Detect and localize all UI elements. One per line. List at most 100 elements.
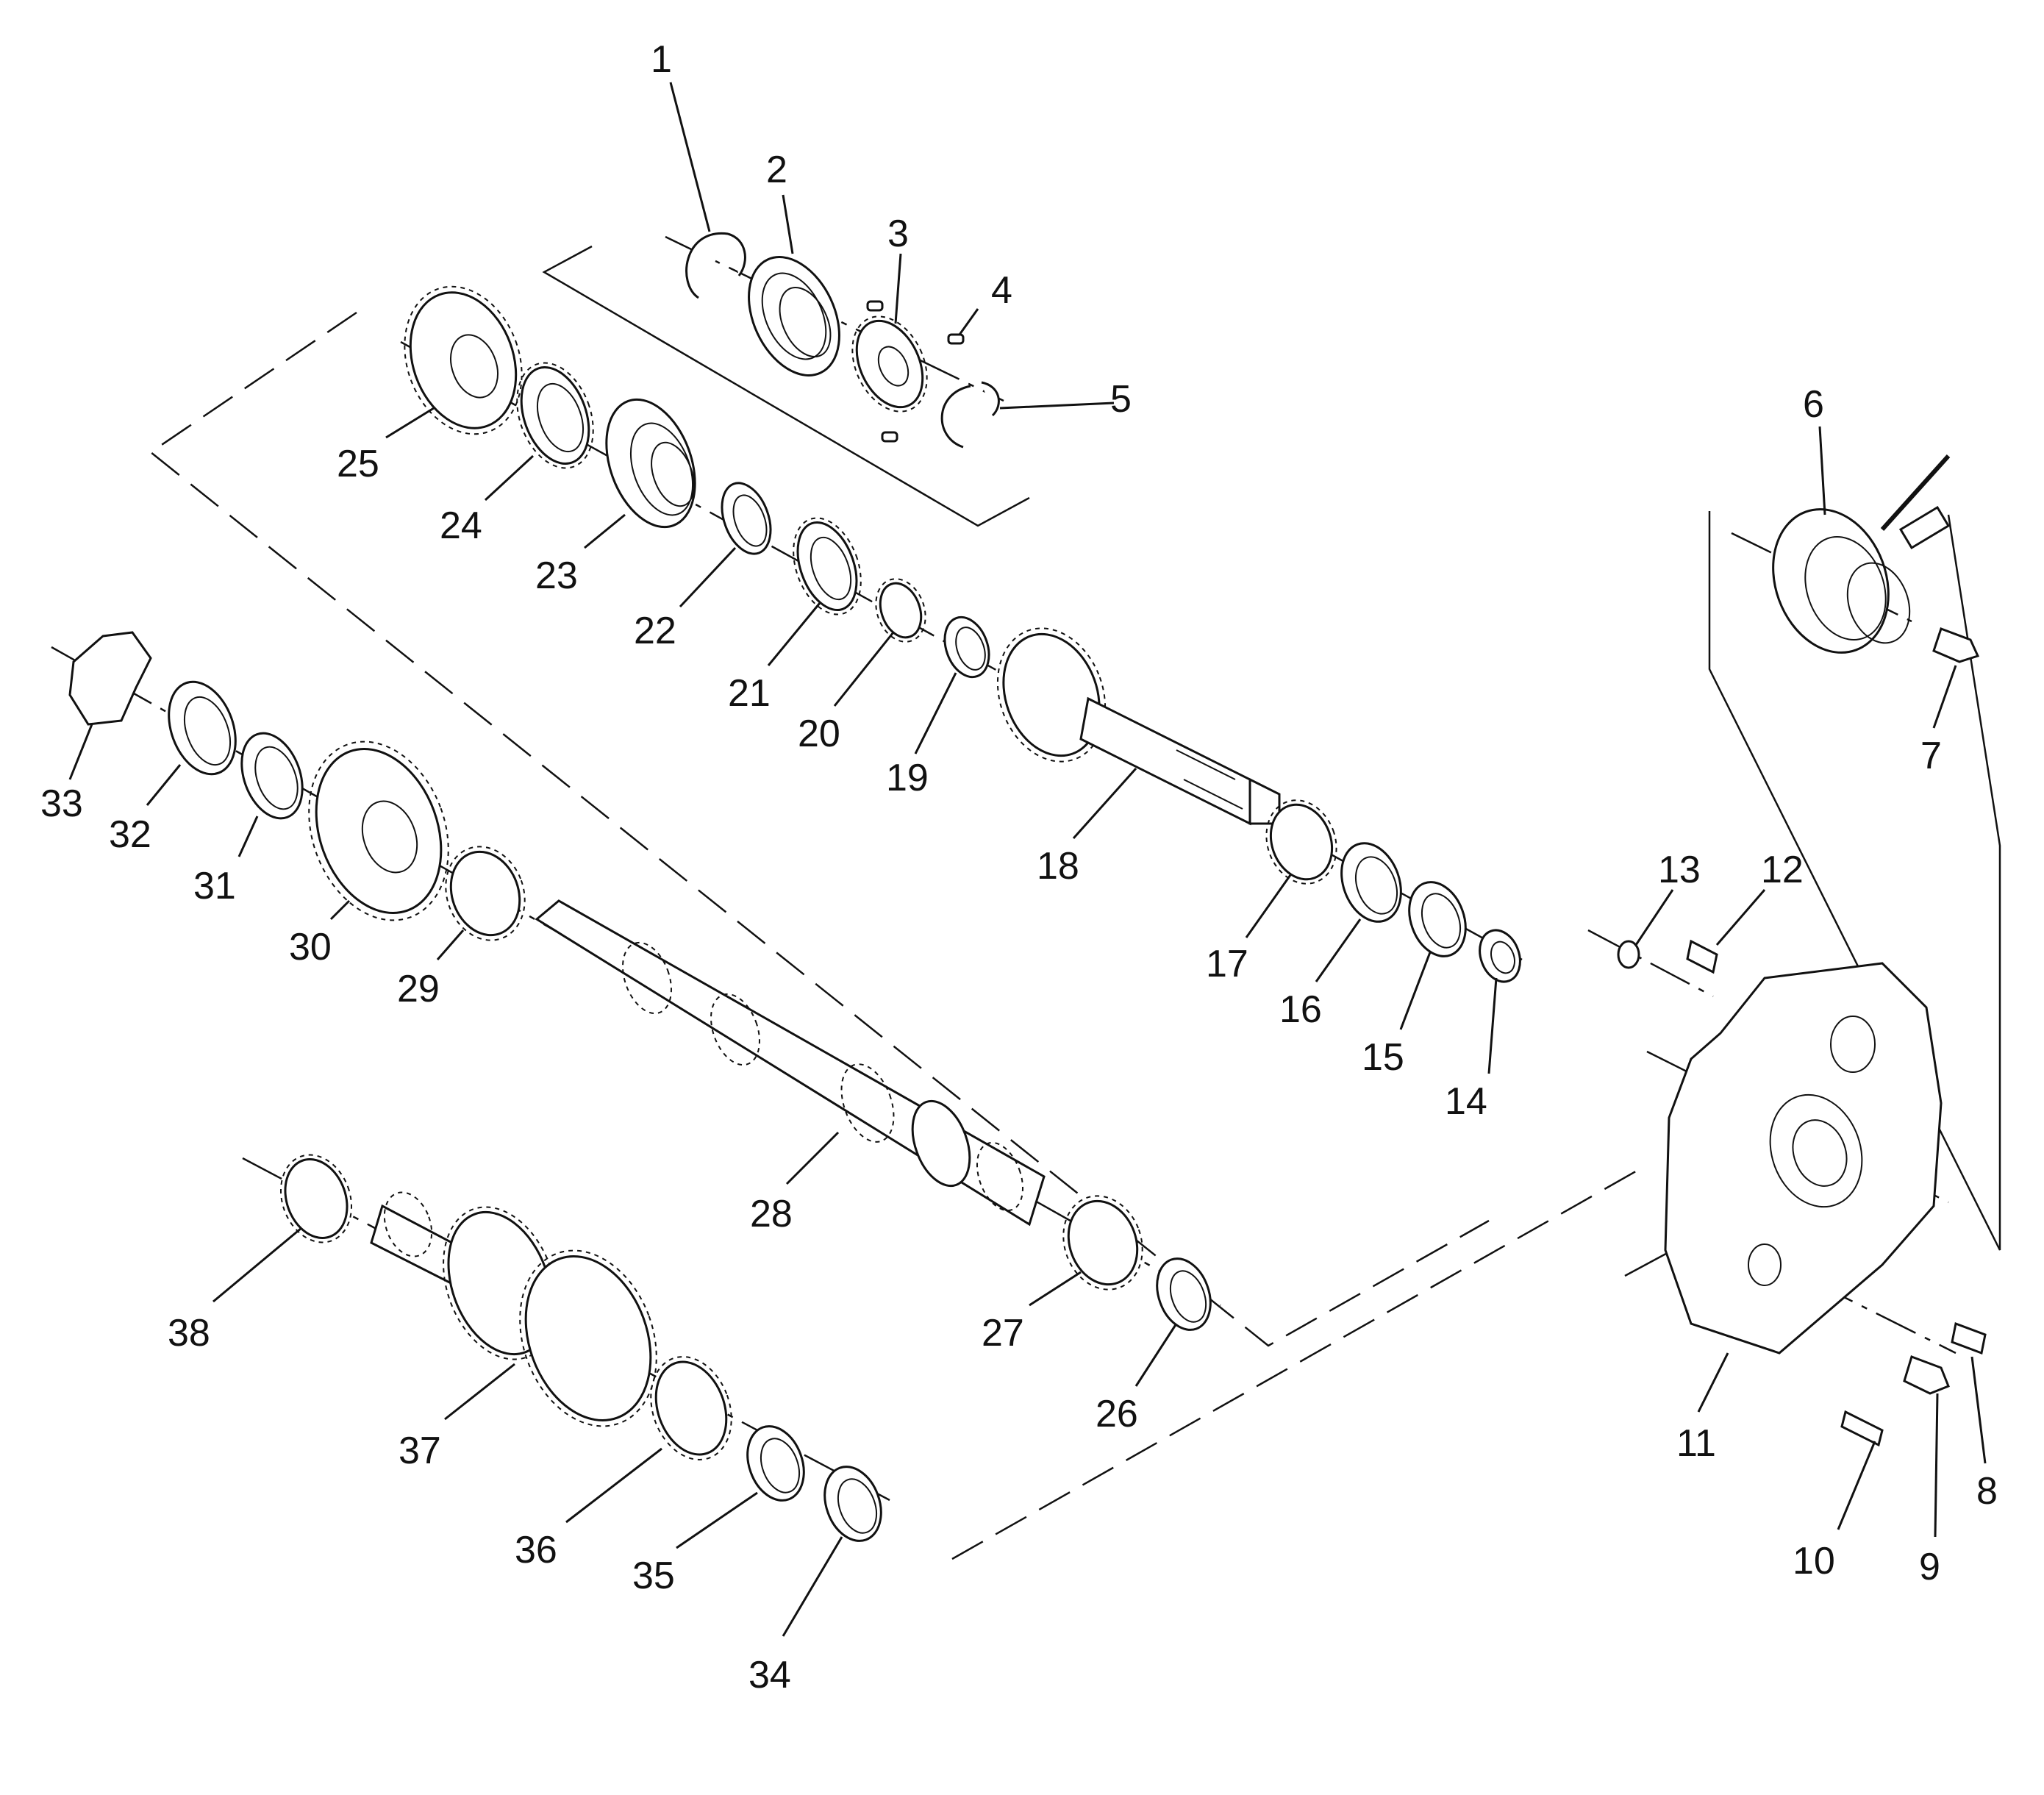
callout-29: 29 bbox=[397, 968, 440, 1010]
leader-line-19 bbox=[914, 672, 957, 754]
leader-line-1 bbox=[669, 82, 711, 232]
callout-13: 13 bbox=[1658, 849, 1701, 891]
leader-line-26 bbox=[1134, 1323, 1178, 1387]
callout-19: 19 bbox=[886, 757, 929, 799]
ring-22 bbox=[721, 482, 772, 555]
leader-line-8 bbox=[1970, 1356, 1987, 1464]
callout-8: 8 bbox=[1976, 1470, 1998, 1513]
needle-bearing-29 bbox=[445, 846, 526, 941]
callout-3: 3 bbox=[887, 213, 909, 255]
axis-synchronizer bbox=[665, 235, 1004, 402]
callout-17: 17 bbox=[1206, 943, 1248, 985]
bearing-20 bbox=[875, 578, 926, 643]
parts bbox=[68, 232, 1987, 1542]
key bbox=[866, 300, 884, 312]
leader-line-24 bbox=[484, 454, 535, 502]
callout-12: 12 bbox=[1761, 849, 1804, 891]
bolt-9 bbox=[1903, 1355, 1950, 1395]
callout-34: 34 bbox=[748, 1654, 791, 1696]
leader-line-23 bbox=[584, 513, 626, 549]
shim-15 bbox=[1408, 881, 1467, 957]
callout-18: 18 bbox=[1037, 845, 1079, 888]
callout-26: 26 bbox=[1096, 1393, 1138, 1435]
bearing-retainer-33 bbox=[68, 631, 152, 726]
synchronizer-hub-3 bbox=[851, 315, 928, 413]
snap-ring-5 bbox=[940, 381, 1000, 449]
callout-37: 37 bbox=[399, 1430, 441, 1472]
callout-20: 20 bbox=[798, 713, 840, 755]
key bbox=[881, 431, 898, 443]
leader-line-12 bbox=[1715, 889, 1766, 946]
leader-line-17 bbox=[1245, 874, 1292, 938]
leader-line-27 bbox=[1029, 1271, 1082, 1307]
synchronizer-ring-24 bbox=[516, 362, 594, 469]
leader-line-36 bbox=[565, 1447, 662, 1524]
leader-line-35 bbox=[676, 1491, 758, 1549]
callout-9: 9 bbox=[1919, 1546, 1940, 1588]
synchronizer-sleeve-2 bbox=[748, 256, 840, 377]
housing-link-line bbox=[951, 1168, 1640, 1560]
callout-28: 28 bbox=[750, 1193, 793, 1235]
leader-line-9 bbox=[1934, 1393, 1939, 1538]
callout-35: 35 bbox=[632, 1555, 675, 1597]
leader-line-22 bbox=[679, 546, 737, 608]
leader-line-14 bbox=[1487, 977, 1498, 1074]
callout-33: 33 bbox=[40, 782, 83, 825]
axis-housing-input bbox=[1587, 929, 1714, 998]
bushing-12 bbox=[1686, 939, 1718, 974]
callout-21: 21 bbox=[728, 672, 771, 715]
leader-line-6 bbox=[1818, 426, 1826, 515]
callout-6: 6 bbox=[1803, 383, 1824, 426]
bearing-17 bbox=[1265, 799, 1337, 885]
ring-19 bbox=[943, 615, 990, 679]
output-shaft-28 bbox=[535, 899, 1046, 1227]
leader-line-18 bbox=[1072, 767, 1137, 840]
input-shaft-subassembly-bracket bbox=[149, 311, 1490, 1347]
needle-bearing-27 bbox=[1062, 1195, 1143, 1291]
countershaft-gear-37 bbox=[370, 1191, 657, 1427]
housing-11 bbox=[1664, 962, 1943, 1355]
leader-line-37 bbox=[444, 1363, 515, 1421]
callout-5: 5 bbox=[1110, 378, 1132, 421]
race-16 bbox=[1340, 842, 1402, 923]
callout-23: 23 bbox=[535, 554, 578, 597]
leader-line-3 bbox=[894, 253, 902, 324]
callout-14: 14 bbox=[1445, 1080, 1487, 1123]
bearing-36 bbox=[650, 1356, 732, 1460]
callout-1: 1 bbox=[651, 38, 672, 81]
callout-15: 15 bbox=[1362, 1036, 1404, 1079]
leader-line-30 bbox=[329, 899, 351, 921]
leader-line-29 bbox=[436, 929, 465, 960]
leader-line-34 bbox=[782, 1536, 843, 1637]
callout-11: 11 bbox=[1676, 1422, 1716, 1465]
plug-8 bbox=[1951, 1321, 1987, 1355]
leader-line-28 bbox=[785, 1131, 840, 1185]
callout-22: 22 bbox=[634, 610, 676, 652]
synchronizer-subassembly-bracket bbox=[542, 245, 1030, 527]
callout-2: 2 bbox=[766, 149, 787, 191]
leader-line-16 bbox=[1315, 918, 1362, 982]
callout-10: 10 bbox=[1793, 1540, 1835, 1582]
callout-38: 38 bbox=[168, 1312, 210, 1355]
synchronizer-ring-21 bbox=[793, 517, 862, 615]
leader-line-7 bbox=[1932, 665, 1957, 729]
bearing-38 bbox=[280, 1154, 352, 1243]
leader-line-33 bbox=[68, 724, 93, 780]
leader-line-5 bbox=[999, 402, 1115, 410]
gear-25 bbox=[404, 285, 523, 435]
bolt-7 bbox=[1932, 627, 1980, 663]
callout-16: 16 bbox=[1279, 988, 1322, 1031]
leader-line-25 bbox=[385, 407, 435, 439]
seal-14 bbox=[1479, 929, 1521, 983]
callout-27: 27 bbox=[982, 1312, 1024, 1355]
callout-numbers: 1 2 3 4 5 6 7 8 9 10 11 12 13 14 15 16 1… bbox=[40, 38, 1998, 1696]
shim-34 bbox=[823, 1466, 882, 1542]
callout-24: 24 bbox=[440, 504, 482, 547]
leader-line-13 bbox=[1634, 889, 1674, 946]
leader-line-4 bbox=[958, 308, 979, 335]
callout-25: 25 bbox=[337, 443, 379, 485]
shift-tower-bracket bbox=[1708, 511, 2001, 1251]
leader-line-32 bbox=[146, 764, 182, 806]
callout-30: 30 bbox=[289, 926, 332, 968]
leader-line-10 bbox=[1837, 1441, 1876, 1530]
